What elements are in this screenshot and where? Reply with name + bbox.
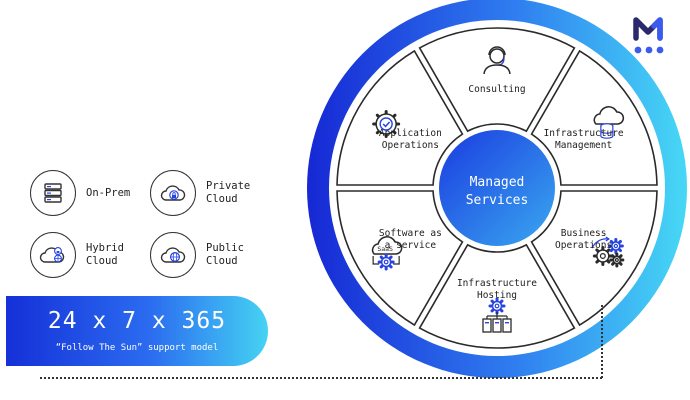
cloud-database-icon bbox=[593, 106, 625, 139]
segment-label-application-operations-1: Operations bbox=[382, 140, 439, 151]
brand-logo-icon bbox=[633, 17, 664, 54]
chip-label-public-cloud: Public Cloud bbox=[206, 242, 244, 267]
gear-check-icon bbox=[372, 110, 401, 138]
segment-application-operations bbox=[336, 49, 464, 186]
segment-business-operations bbox=[530, 190, 658, 327]
segment-label-infrastructure-hosting-0: Infrastructure bbox=[457, 278, 537, 289]
segment-label-infrastructure-hosting-1: Hosting bbox=[477, 290, 517, 301]
segment-label-infrastructure-management-1: Management bbox=[555, 140, 612, 151]
connector-dotted-line-horizontal bbox=[40, 377, 602, 379]
server-rack-icon bbox=[30, 170, 76, 216]
segment-label-business-operations-1: Operations bbox=[555, 240, 612, 251]
chip-private-cloud: Private Cloud bbox=[150, 170, 258, 216]
cloud-lock-icon bbox=[150, 170, 196, 216]
saas-cloud-gear-icon: SaaS bbox=[371, 236, 403, 271]
segment-label-software-as-a-service-1: a service bbox=[385, 240, 437, 251]
cloud-globe-icon bbox=[150, 232, 196, 278]
support-model-banner: 24 x 7 x 365 “Follow The Sun” support mo… bbox=[6, 296, 268, 366]
servers-gear-icon bbox=[482, 297, 512, 333]
consultant-headset-icon bbox=[483, 46, 511, 75]
banner-subtitle: “Follow The Sun” support model bbox=[55, 343, 219, 353]
chip-label-on-prem: On-Prem bbox=[86, 186, 131, 199]
chip-label-private-cloud: Private Cloud bbox=[206, 180, 251, 205]
segment-infrastructure-hosting bbox=[418, 243, 576, 349]
center-hub bbox=[439, 130, 555, 246]
segment-label-consulting-0: Consulting bbox=[468, 84, 525, 95]
chip-on-prem: On-Prem bbox=[30, 170, 138, 216]
svg-text:SaaS: SaaS bbox=[377, 245, 393, 253]
chip-label-hybrid-cloud: Hybrid Cloud bbox=[86, 242, 124, 267]
chip-public-cloud: Public Cloud bbox=[150, 232, 258, 278]
chip-hybrid-cloud: Hybrid Cloud bbox=[30, 232, 138, 278]
connector-dotted-line-vertical bbox=[601, 305, 603, 378]
segment-label-application-operations-0: Application bbox=[379, 128, 442, 139]
center-title-line2: Services bbox=[466, 193, 529, 208]
segment-label-infrastructure-management-0: Infrastructure bbox=[544, 128, 624, 139]
center-title-line1: Managed bbox=[470, 175, 525, 190]
cloud-lock-globe-icon bbox=[30, 232, 76, 278]
gears-arrow-icon bbox=[591, 236, 625, 268]
segment-consulting bbox=[418, 27, 576, 133]
banner-headline: 24 x 7 x 365 bbox=[47, 308, 227, 334]
segment-label-software-as-a-service-0: Software as bbox=[379, 228, 442, 239]
segment-label-business-operations-0: Business bbox=[561, 228, 607, 239]
